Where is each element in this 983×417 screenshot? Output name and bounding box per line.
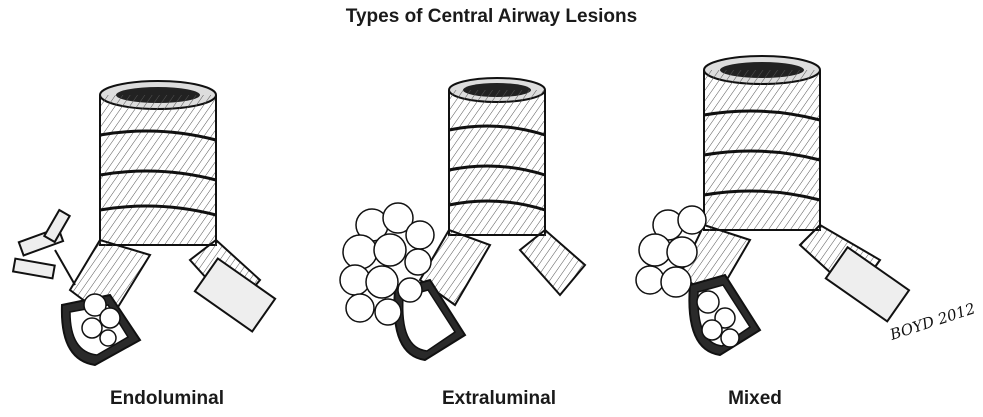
caption-extraluminal: Extraluminal	[399, 388, 599, 410]
mixed-drawing: BOYD 2012	[636, 56, 977, 355]
trachea-1	[100, 81, 216, 245]
segmental-bronchi-1	[13, 210, 75, 285]
caption-endoluminal: Endoluminal	[67, 388, 267, 410]
artist-signature: BOYD 2012	[887, 299, 978, 344]
extraluminal-drawing	[340, 78, 585, 360]
trachea-3	[704, 56, 820, 230]
endoluminal-drawing	[13, 81, 275, 365]
figure-title: Types of Central Airway Lesions	[0, 6, 983, 28]
airway-illustration: BOYD 2012	[0, 40, 983, 385]
caption-mixed: Mixed	[655, 388, 855, 410]
trachea-2	[449, 78, 545, 235]
